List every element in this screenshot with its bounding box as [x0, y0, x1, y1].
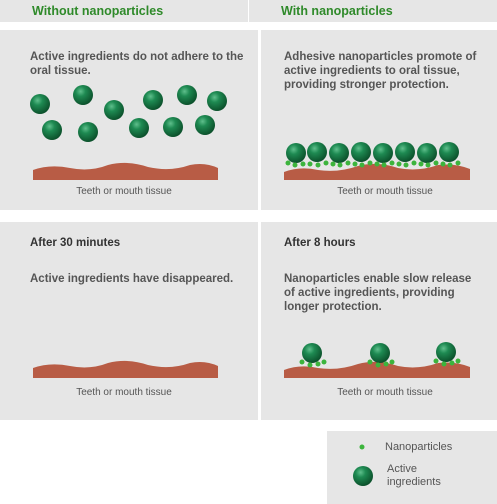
nanoparticle	[345, 160, 351, 166]
active-ingredient	[370, 343, 390, 363]
nanoparticle	[337, 162, 343, 168]
tissue-strip-bottom-right	[284, 361, 470, 378]
active-ingredient	[436, 342, 456, 362]
active-ingredient	[439, 142, 459, 162]
nanoparticle	[455, 160, 461, 166]
active-ingredient	[42, 120, 62, 140]
nanoparticle	[292, 162, 298, 168]
remaining-ingredients	[299, 342, 461, 368]
legend-active-ingredient-symbol	[353, 466, 373, 486]
header-with-nanoparticles: With nanoparticles	[249, 0, 497, 22]
nanoparticle	[433, 160, 439, 166]
active-ingredient	[73, 85, 93, 105]
active-ingredient	[395, 142, 415, 162]
active-ingredient	[78, 122, 98, 142]
nanoparticle	[418, 161, 424, 167]
active-ingredient	[163, 117, 183, 137]
active-ingredient	[302, 343, 322, 363]
nanoparticle	[307, 161, 313, 167]
adhered-ingredients	[285, 142, 461, 168]
nanoparticle	[375, 362, 381, 368]
tissue-strip-top-right	[284, 163, 470, 180]
nanoparticle	[367, 359, 373, 365]
nanoparticle	[389, 359, 395, 365]
nanoparticle	[441, 361, 447, 367]
panel-title: After 8 hours	[284, 237, 356, 249]
panel-description: Nanoparticles enable slow release of act…	[284, 273, 472, 313]
panel-title: After 30 minutes	[30, 237, 121, 249]
nanoparticle	[411, 160, 417, 166]
panel-description: Adhesive nanoparticles promote of active…	[284, 51, 477, 91]
active-ingredient	[329, 143, 349, 163]
active-ingredient	[207, 91, 227, 111]
panel-without-after: After 30 minutes Active ingredients have…	[0, 222, 258, 420]
nanoparticle	[352, 161, 358, 167]
tissue-label: Teeth or mouth tissue	[76, 387, 172, 398]
nanoparticle	[374, 161, 380, 167]
active-ingredient	[177, 85, 197, 105]
nanoparticle	[433, 358, 439, 364]
legend-active-ingredients-label: Active ingredients	[387, 463, 441, 488]
nanoparticle	[315, 162, 321, 168]
panel-with-after: After 8 hours Nanoparticles enable slow …	[261, 222, 497, 420]
nanoparticle	[383, 361, 389, 367]
header-without-nanoparticles: Without nanoparticles	[0, 0, 248, 22]
legend: Nanoparticles Active ingredients	[327, 431, 497, 504]
active-ingredient	[307, 142, 327, 162]
legend-nanoparticle-symbol	[359, 444, 365, 450]
active-ingredient	[195, 115, 215, 135]
panel-description: Active ingredients have disappeared.	[30, 273, 234, 285]
nanoparticle	[307, 362, 313, 368]
nanoparticle	[389, 160, 395, 166]
nanoparticle	[321, 359, 327, 365]
nanoparticle	[367, 160, 373, 166]
nanoparticle	[323, 160, 329, 166]
nanoparticle	[285, 160, 291, 166]
tissue-strip-bottom-left	[33, 360, 218, 378]
tissue-label: Teeth or mouth tissue	[337, 186, 433, 197]
nanoparticle	[359, 162, 365, 168]
active-ingredient	[143, 90, 163, 110]
nanoparticle	[403, 162, 409, 168]
active-ingredient	[373, 143, 393, 163]
tissue-strip-top-left	[33, 162, 218, 180]
tissue-label: Teeth or mouth tissue	[76, 186, 172, 197]
nanoparticle	[381, 162, 387, 168]
nanoparticle	[425, 162, 431, 168]
nanoparticle	[440, 161, 446, 167]
active-ingredient	[417, 143, 437, 163]
nanoparticle	[447, 162, 453, 168]
tissue-label: Teeth or mouth tissue	[337, 387, 433, 398]
active-ingredient	[104, 100, 124, 120]
legend-nanoparticles-label: Nanoparticles	[385, 441, 453, 453]
nanoparticle	[330, 161, 336, 167]
active-ingredient	[286, 143, 306, 163]
floating-ingredients	[30, 85, 227, 142]
active-ingredient	[129, 118, 149, 138]
active-ingredient	[351, 142, 371, 162]
active-ingredient	[30, 94, 50, 114]
nanoparticle	[396, 161, 402, 167]
nanoparticle	[300, 161, 306, 167]
nanoparticle	[299, 359, 305, 365]
nanoparticle	[449, 360, 455, 366]
nanoparticle	[455, 358, 461, 364]
panel-description: Active ingredients do not adhere to the …	[30, 51, 244, 77]
nanoparticle	[315, 361, 321, 367]
